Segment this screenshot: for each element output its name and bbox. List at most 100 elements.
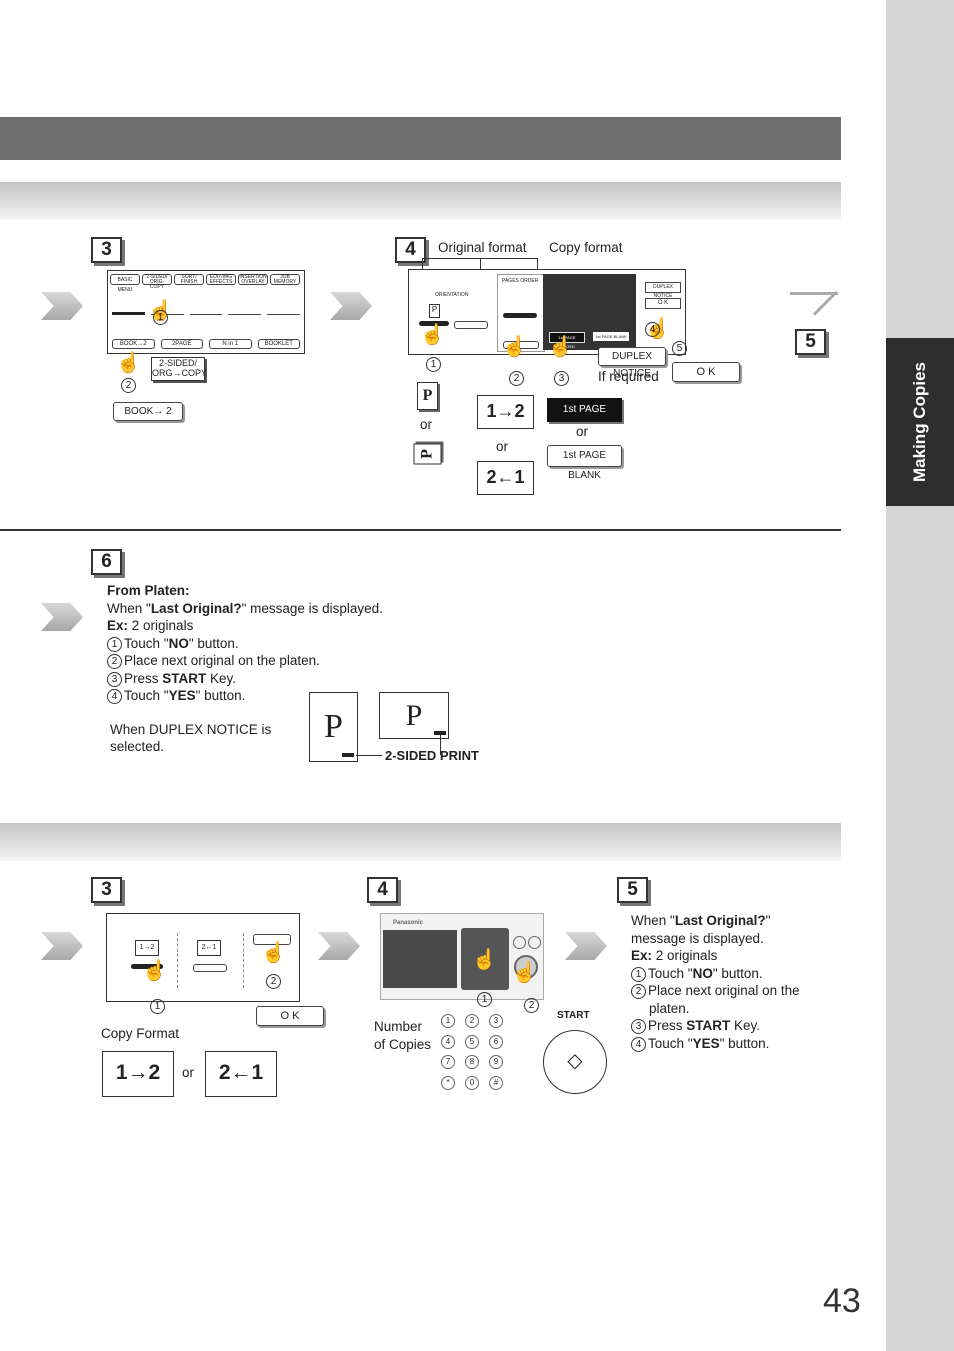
2-sided-print-label: 2-SIDED PRINT [385, 748, 479, 763]
format-1-2-icon: 1→2 [135, 940, 159, 956]
flow-arrow [41, 932, 83, 960]
callout-5: 5 [672, 339, 689, 357]
clear-key[interactable] [513, 936, 526, 949]
key-1[interactable]: 1 [441, 1014, 455, 1028]
tab-2-sided[interactable]: 2-SIDED/ ORIG-COPY [142, 274, 172, 290]
pointing-hand-icon: ☝ [116, 352, 141, 374]
first-page-blank-small-button[interactable]: 1st PAGE BLANK [593, 332, 629, 341]
tab-insertion[interactable]: INSERTION OVERLAY [238, 274, 268, 285]
key-6[interactable]: 6 [489, 1034, 503, 1049]
first-page-blank-button[interactable]: 1st PAGE BLANK [547, 445, 622, 481]
section-tab-label: Making Copies [910, 362, 929, 482]
copy-format-1-2-button[interactable] [131, 964, 163, 969]
tab-edit[interactable]: EDIT/IMG EFFECTS [206, 274, 236, 285]
mode-1-1-button[interactable] [112, 291, 145, 315]
start-key-small[interactable] [514, 955, 538, 979]
step-number: 3 [91, 877, 122, 903]
key-star[interactable]: * [441, 1075, 455, 1090]
key-hash[interactable]: # [489, 1075, 503, 1090]
key-8[interactable]: 8 [465, 1055, 479, 1069]
subheader-band-top [0, 182, 841, 220]
divider [243, 933, 244, 988]
flow-arrow [41, 292, 83, 320]
key-4[interactable]: 4 [441, 1034, 455, 1049]
format-2-1-icon: 2←1 [197, 940, 221, 956]
copy-format-caption: Copy Format [101, 1026, 180, 1041]
step-number: 4 [367, 877, 398, 903]
step-number: 3 [91, 237, 122, 263]
callout-3: 3 [554, 369, 571, 387]
pointing-hand-icon: ☝ [472, 949, 497, 971]
tab-basic-menu[interactable]: BASIC MENU [110, 274, 140, 293]
start-key[interactable]: ◇ [543, 1030, 607, 1094]
callout-1: 1 [150, 997, 167, 1015]
instruction-item: platen. [649, 1000, 690, 1016]
ok-small-button[interactable]: O K [645, 298, 681, 309]
pages-order-2-1-button[interactable] [503, 341, 539, 349]
or-label: or [496, 439, 509, 454]
booklet-button[interactable]: BOOKLET [257, 339, 300, 349]
2page-button[interactable]: 2PAGE [160, 339, 203, 349]
control-panel-image: Panasonic [380, 913, 544, 1000]
key-5[interactable]: 5 [465, 1034, 479, 1049]
key-7[interactable]: 7 [441, 1055, 455, 1069]
2-sided-orig-copy-callout[interactable]: 2-SIDED/ ORG→COPY [151, 357, 207, 381]
first-page-imaged-button[interactable]: 1st PAGE IMAGED [547, 398, 622, 437]
touch-screen-2sided-menu: BASIC MENU 2-SIDED/ ORIG-COPY SORT/ FINI… [107, 270, 305, 354]
mode-2-2-button[interactable] [228, 291, 262, 315]
portrait-original-icon: P [417, 382, 438, 410]
orientation-portrait-button[interactable] [419, 321, 449, 326]
ok-small-button[interactable] [253, 934, 291, 945]
pointing-hand-icon: ☝ [420, 324, 445, 346]
print-mark [434, 731, 446, 735]
section-tab: Making Copies [886, 338, 954, 506]
pointing-hand-icon: ☝ [502, 336, 527, 358]
book-2-1-icon: 2←1 [205, 1051, 277, 1097]
mode-multi-button[interactable] [267, 291, 300, 315]
portrait-icon: P [429, 304, 440, 318]
ok-button[interactable]: O K [256, 1006, 324, 1026]
first-page-imaged-small-button[interactable]: 1st PAGE IMAGED [549, 332, 585, 349]
book-to-2-button[interactable]: BOOK→ 2 [113, 402, 183, 421]
copy-format-2-1-button[interactable] [193, 964, 227, 972]
callout-2: 2 [509, 369, 526, 387]
ok-button[interactable]: O K [672, 362, 740, 382]
pages-order-1-2-button[interactable] [503, 313, 537, 318]
n-in-1-button[interactable]: N in 1 [209, 339, 252, 349]
key-0[interactable]: 0 [465, 1075, 479, 1090]
start-diamond-icon: ◇ [567, 1050, 583, 1072]
brand-logo: Panasonic [393, 920, 424, 926]
subheader-band-bottom [0, 823, 841, 861]
key-3[interactable]: 3 [489, 1014, 503, 1028]
tab-job-memory[interactable]: JOB MEMORY [270, 274, 300, 285]
duplex-notice-button[interactable]: DUPLEX NOTICE [598, 347, 666, 379]
callout-4: 4 [645, 320, 662, 338]
continue-arrow-icon [790, 292, 838, 323]
header-band [0, 117, 841, 160]
pointing-hand-icon: ☝ [512, 962, 537, 984]
book-button-small[interactable]: BOOK→2 [112, 339, 155, 349]
copy-format-label: Copy format [549, 240, 623, 255]
mode-2-1-button[interactable] [189, 291, 223, 315]
flow-arrow [565, 932, 607, 960]
section-divider [0, 529, 841, 531]
orientation-label: ORIENTATION [435, 292, 469, 298]
key-2[interactable]: 2 [465, 1014, 479, 1028]
landscape-page-icon: P [379, 692, 449, 739]
instruction-line: message is displayed. [631, 930, 764, 946]
stop-key[interactable] [528, 936, 541, 949]
landscape-original-icon: P [413, 443, 442, 465]
callout-2: 2 [121, 376, 138, 394]
key-9[interactable]: 9 [489, 1055, 503, 1069]
print-mark [342, 753, 354, 757]
flow-arrow [318, 932, 360, 960]
if-required-label: If required [598, 369, 659, 384]
step5-instructions: When "Last Original?" message is display… [631, 912, 800, 1052]
number-of-copies-label-line2: of Copies [374, 1037, 432, 1052]
tab-sort-finish[interactable]: SORT/ FINISH [174, 274, 204, 285]
orientation-landscape-button[interactable] [454, 321, 488, 329]
duplex-notice-small-button[interactable]: DUPLEX NOTICE [645, 282, 681, 299]
original-format-label: Original format [438, 240, 527, 255]
